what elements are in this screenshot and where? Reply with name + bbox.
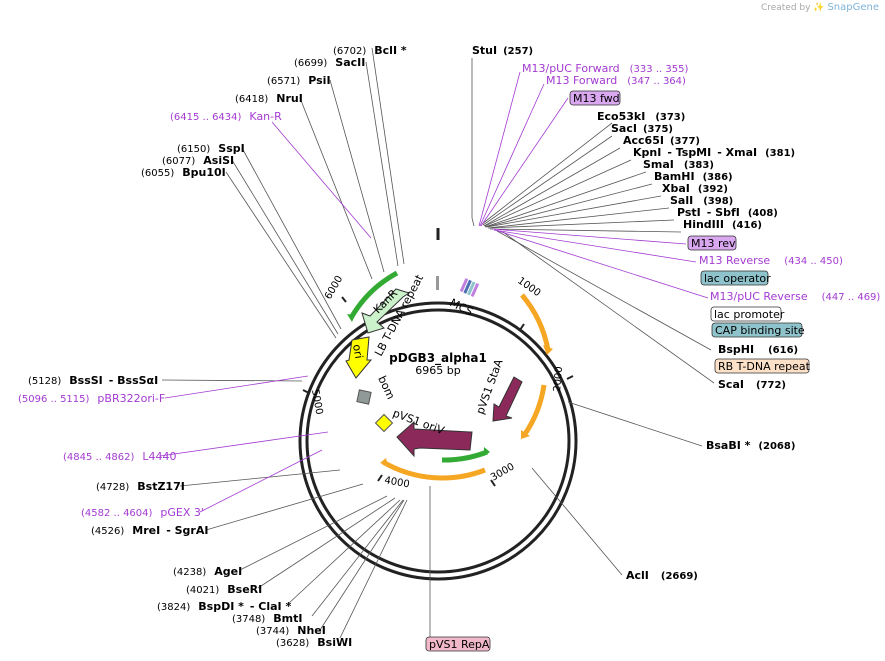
- orange-orf-right-top-head: [543, 345, 553, 355]
- primer-labels-left: (6415 .. 6434)Kan-R (5096 .. 5115)pBR322…: [18, 110, 282, 519]
- enzyme-sspi: (6150)SspI: [177, 142, 245, 155]
- enzyme-agei: (4238)AgeI: [173, 565, 242, 578]
- feature-pvs1-repa: pVS1 RepA: [429, 638, 490, 651]
- primer-pbr322ori-f: (5096 .. 5115)pBR322ori-F: [18, 392, 165, 405]
- pvs1-oriv-arrow: [396, 420, 473, 458]
- tick-4000: 4000: [383, 475, 410, 490]
- pvs1-staa-arrow: [492, 376, 523, 422]
- enzyme-bamhi: BamHI(386): [654, 170, 733, 183]
- primer-pgex-3: (4582 .. 4604)pGEX 3': [81, 506, 204, 519]
- enzyme-bspdi: (3824)BspDI *- ClaI *: [157, 600, 291, 613]
- enzyme-bcli: (6702)BclI *: [333, 44, 407, 57]
- feature-rb-tdna-repeat: RB T-DNA repeat: [718, 360, 811, 373]
- orange-orf-right-mid: [522, 384, 547, 436]
- enzyme-xbai: XbaI(392): [662, 182, 728, 195]
- plasmid-size: 6965 bp: [415, 364, 460, 377]
- enzyme-eco53ki: Eco53kI(373): [597, 110, 685, 123]
- bom-box: [356, 389, 372, 405]
- primer-kan-r: (6415 .. 6434)Kan-R: [170, 110, 282, 123]
- primer-m13-reverse: M13 Reverse(434 .. 450): [699, 254, 843, 267]
- feature-cap-binding-site: CAP binding site: [715, 324, 805, 337]
- tick-1000: 1000: [515, 275, 542, 299]
- tick-3000: 3000: [489, 461, 517, 483]
- credit-prefix: Created by: [760, 3, 811, 13]
- enzyme-sacii: (6699)SacII: [294, 56, 365, 69]
- feature-m13-fwd: M13 fwd: [573, 92, 620, 105]
- enzyme-sali: SalI(398): [670, 194, 733, 207]
- position-ticks: 1000 2000 3000 4000 5000 6000: [302, 274, 574, 490]
- enzyme-saci: SacI(375): [611, 122, 673, 135]
- enzyme-psti: PstI- SbfI(408): [677, 206, 778, 219]
- enzyme-labels-left: (3628)BsiWI (3744)NheI (3748)BmtI (3824)…: [28, 44, 407, 649]
- enzyme-bsssi: (5128)BssSI- BssSαI: [28, 374, 158, 387]
- primer-m13-forward: M13 Forward(347 .. 364): [546, 74, 686, 87]
- enzyme-smai: SmaI(383): [643, 158, 714, 171]
- enzyme-bsiwi: (3628)BsiWI: [276, 636, 352, 649]
- orange-orf-right-top: [520, 293, 551, 351]
- tick-5000: 5000: [309, 389, 324, 416]
- green-arrow-bottom-head: [484, 447, 490, 456]
- primer-leader-lines: [159, 71, 709, 513]
- feature-lac-operator: lac operator: [704, 272, 771, 285]
- snapgene-logo-icon: ✨: [813, 3, 825, 13]
- orange-orf-bottom: [381, 459, 486, 481]
- enzyme-stui: StuI(257): [472, 44, 533, 57]
- enzyme-nhei: (3744)NheI: [256, 624, 326, 637]
- enzyme-nrui: (6418)NruI: [235, 92, 303, 105]
- snapgene-credit: Created by ✨ SnapGene: [761, 2, 879, 13]
- feature-arcs: [345, 270, 553, 481]
- boxed-feature-labels: M13 fwd M13 rev lac operator lac promote…: [425, 90, 811, 652]
- enzyme-bseri: (4021)BseRI: [186, 583, 262, 596]
- enzyme-bsphi: BspHI(616): [718, 343, 798, 356]
- oriv-diamond: [374, 413, 394, 433]
- primer-l4440: (4845 .. 4862)L4440: [63, 450, 177, 463]
- green-arrow-top-left: [348, 270, 399, 320]
- grey-marker: [436, 276, 439, 290]
- primer-m13puc-forward: M13/pUC Forward(333 .. 355): [522, 62, 688, 75]
- orange-orf-bottom-head: [380, 458, 388, 466]
- plasmid-name: pDGB3_alpha1: [389, 351, 487, 366]
- enzyme-scai: ScaI(772): [718, 378, 786, 391]
- plasmid-backbone: [298, 228, 578, 581]
- primer-labels-right: M13/pUC Forward(333 .. 355) M13 Forward(…: [522, 62, 880, 303]
- primer-m13puc-reverse: M13/pUC Reverse(447 .. 469): [710, 290, 880, 303]
- enzyme-labels-right: StuI(257) Eco53kI(373) SacI(375) Acc65I(…: [472, 44, 798, 582]
- enzyme-mrei: (4526)MreI- SgrAI: [91, 524, 208, 537]
- orange-orf-right-mid-head: [521, 430, 530, 439]
- enzyme-kpni: KpnI- TspMI- XmaI(381): [633, 146, 795, 159]
- ori-label: ori: [350, 343, 365, 359]
- leader-lines: [161, 47, 715, 644]
- enzyme-asisi: (6077)AsiSI: [162, 154, 234, 167]
- tick-2000: 2000: [552, 366, 565, 392]
- mcs-block: [459, 278, 480, 298]
- green-arrow-bottom: [441, 449, 488, 463]
- enzyme-acli: AclI(2669): [626, 569, 698, 582]
- feature-lac-promoter: lac promoter: [714, 308, 785, 321]
- enzyme-bpu10i: (6055)Bpu10I: [141, 166, 226, 179]
- enzyme-bsabi: BsaBI *(2068): [706, 439, 795, 452]
- feature-m13-rev: M13 rev: [691, 237, 736, 250]
- ori-arrow: [345, 336, 373, 379]
- bom-label: bom: [375, 374, 397, 402]
- credit-brand: SnapGene: [827, 2, 879, 13]
- enzyme-bmti: (3748)BmtI: [232, 612, 302, 625]
- kanr-arrow: [361, 288, 411, 334]
- green-arrow-top-left-head: [347, 314, 355, 322]
- enzyme-acc65i: Acc65I(377): [623, 134, 700, 147]
- inside-labels: KanR LB T-DNA repeat MCS ori bom pVS1 or…: [350, 272, 506, 438]
- enzyme-psii: (6571)PsiI: [267, 74, 331, 87]
- enzyme-bstz17i: (4728)BstZ17I: [96, 480, 185, 493]
- enzyme-hindiii: HindIII(416): [683, 218, 762, 231]
